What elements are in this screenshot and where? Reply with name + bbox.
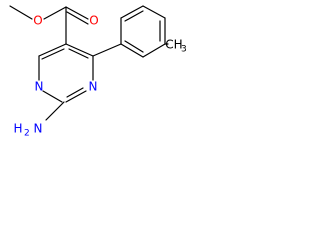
bond-c4-c5-inner: [68, 48, 89, 59]
atom-ch3-subscript: 3: [181, 45, 187, 55]
bond-aryl-5-6: [142, 43, 166, 58]
bond-c2-nh2: [45, 101, 65, 121]
molecule-svg: O O N N H 2 N CH 3: [9, 5, 187, 139]
bonds: [9, 5, 169, 121]
atom-n1: N: [35, 80, 44, 94]
atom-n3: N: [89, 80, 98, 94]
atom-ch3: CH: [165, 38, 182, 52]
bond-carbonylc-o-double-a: [65, 6, 89, 20]
bond-o-carbonylc: [43, 6, 67, 20]
bond-c4-c5: [65, 43, 94, 57]
bond-n1-c2: [42, 90, 63, 103]
bond-aryl-2-3: [120, 5, 144, 19]
bond-c2-n3-inner: [66, 87, 84, 98]
atom-o-ether: O: [33, 14, 42, 28]
bond-carbonylc-o-double-b: [66, 11, 89, 25]
structure-canvas: O O N N H 2 N CH 3: [0, 0, 187, 145]
bond-aryl-3-4: [142, 5, 166, 19]
atom-nh2-n: N: [34, 122, 43, 136]
bond-methyl-o: [9, 5, 33, 20]
bond-c5-c6-inner: [41, 48, 65, 60]
bond-c4-aryl: [92, 43, 122, 57]
atom-nh2-h: H: [13, 122, 22, 136]
atom-o-carbonyl: O: [89, 14, 98, 28]
bond-aryl-2-3-inner: [124, 10, 144, 22]
bond-c2-n3: [65, 90, 87, 103]
atom-labels: O O N N H 2 N CH 3: [13, 14, 186, 139]
bond-c5-c6: [38, 43, 67, 57]
bond-aryl-6-1: [120, 43, 144, 58]
bond-aryl-6-1-inner: [124, 40, 144, 53]
atom-nh2-subscript: 2: [24, 129, 30, 139]
